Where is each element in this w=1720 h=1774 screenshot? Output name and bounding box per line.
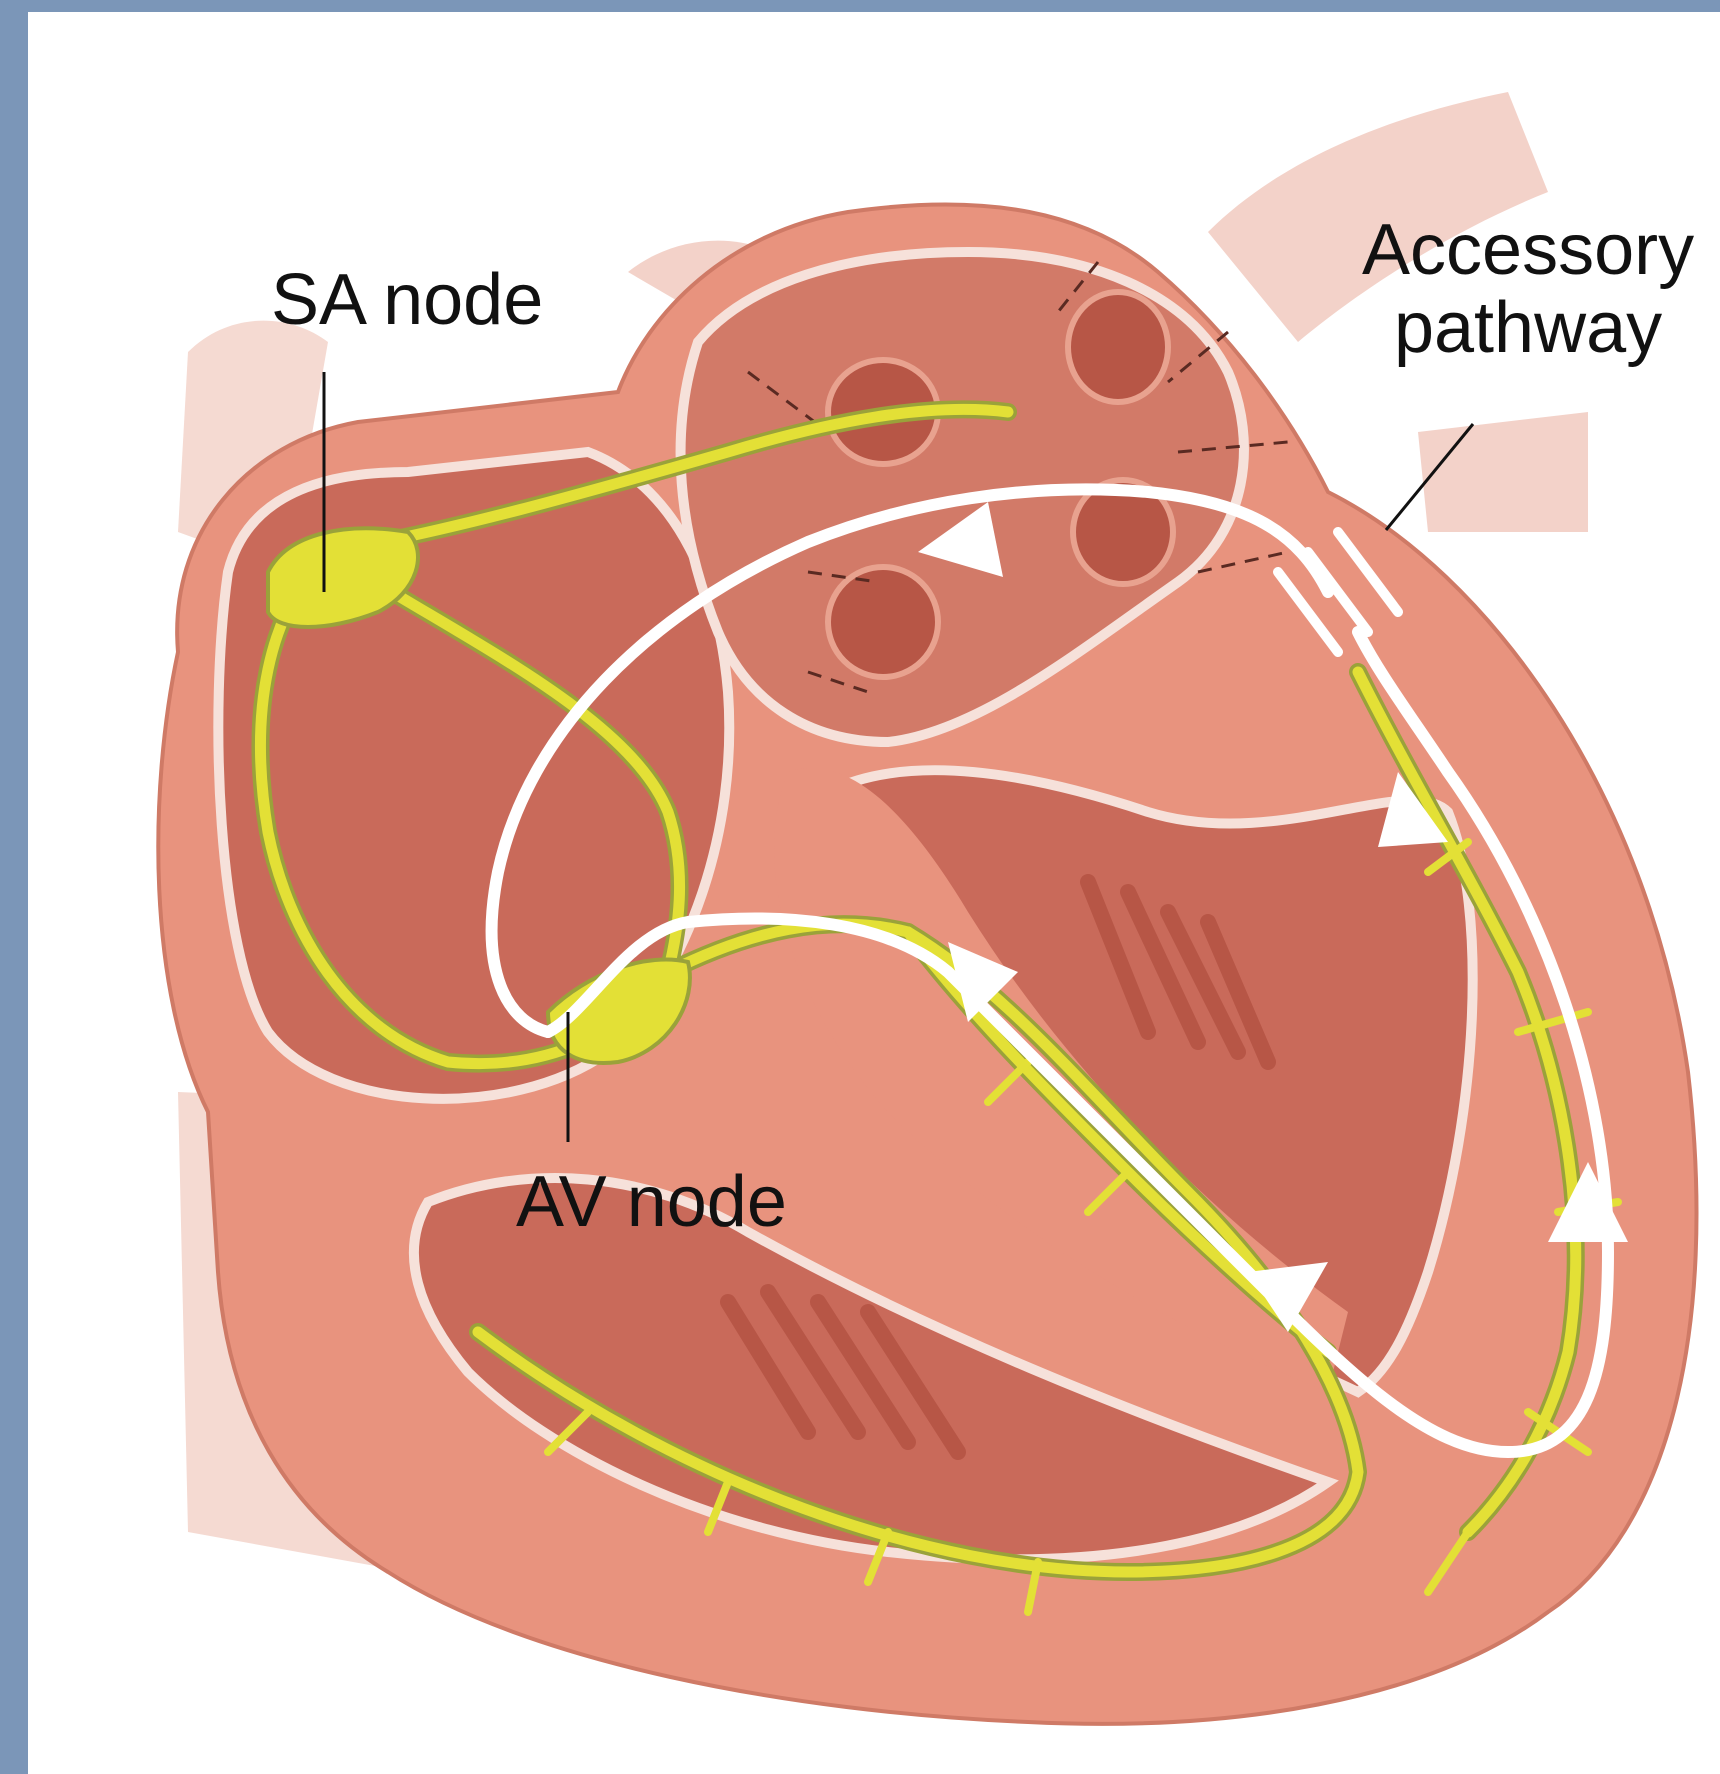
diagram-canvas: SA node AV node Accessory pathway	[28, 12, 1720, 1774]
accessory-pathway-label: Accessory pathway	[1362, 212, 1694, 368]
av-node-label: AV node	[516, 1164, 787, 1242]
accessory-pathway-label-line1: Accessory	[1362, 212, 1694, 290]
accessory-pathway-label-line2: pathway	[1362, 290, 1694, 368]
sa-node-label: SA node	[271, 262, 543, 340]
